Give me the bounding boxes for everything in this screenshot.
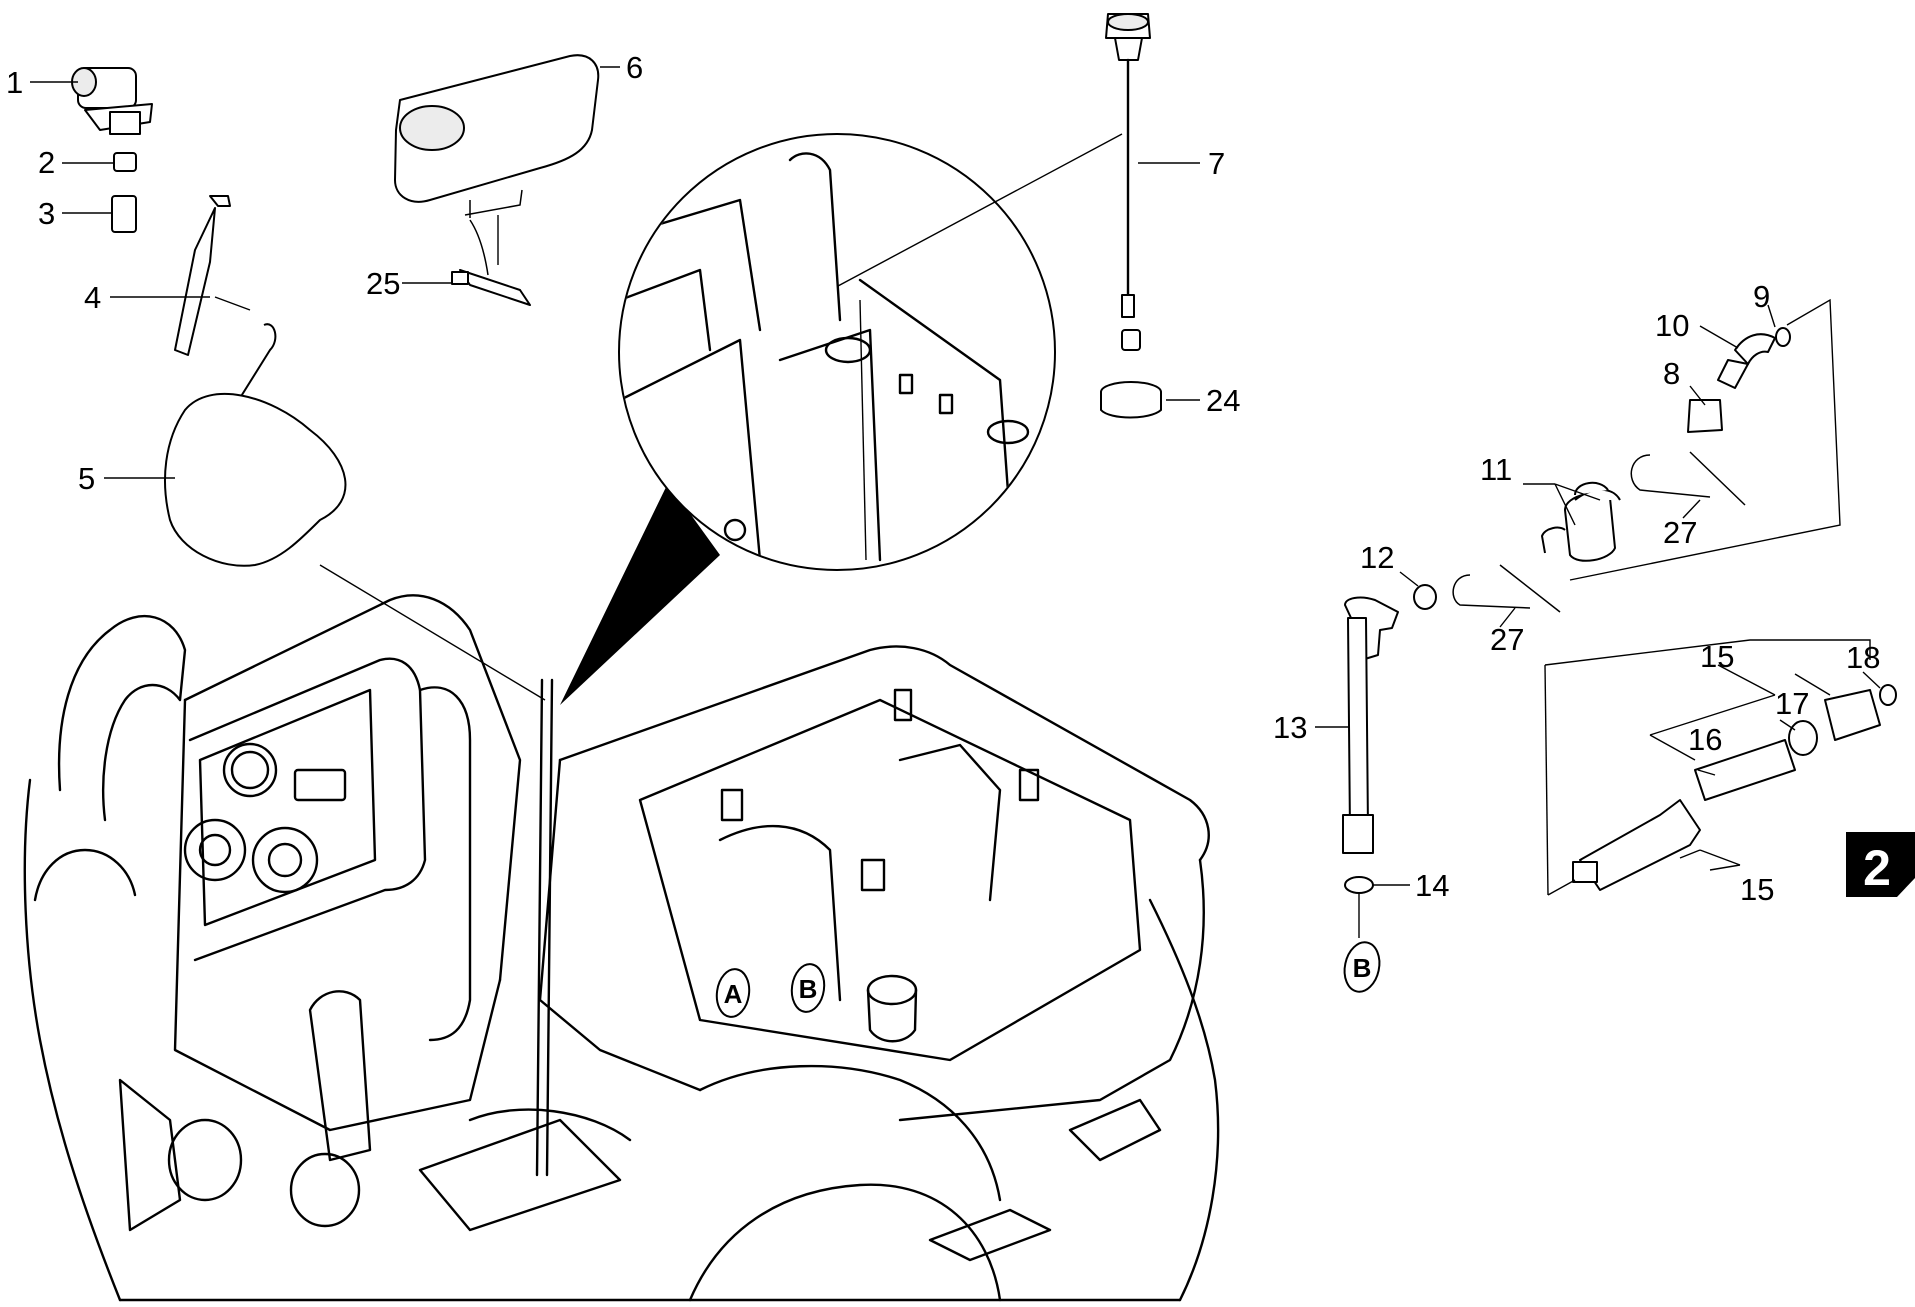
part-8-nut xyxy=(1687,399,1723,433)
callout-5: 5 xyxy=(78,461,95,496)
callout-24: 24 xyxy=(1206,383,1240,418)
part-17-gasket xyxy=(1788,720,1818,756)
callout-2: 2 xyxy=(38,145,55,180)
part-11-connector xyxy=(1541,488,1621,562)
callout-6: 6 xyxy=(626,50,643,85)
part-27-clip-upper xyxy=(1630,451,1746,506)
machine-body-illustration xyxy=(23,564,1220,1302)
part-6-housing xyxy=(394,54,600,218)
callout-17: 17 xyxy=(1775,686,1809,721)
callout-14: 14 xyxy=(1415,868,1449,903)
part-13-suction-tube xyxy=(1342,596,1399,854)
callout-25: 25 xyxy=(366,266,400,301)
part-7-dipstick xyxy=(1105,13,1151,318)
callout-1: 1 xyxy=(6,65,23,100)
callout-18: 18 xyxy=(1846,640,1880,675)
marker-b: B xyxy=(790,963,826,1013)
part-3-sleeve xyxy=(111,195,137,233)
marker-a-label: A xyxy=(724,979,743,1009)
callout-15-upper: 15 xyxy=(1700,639,1734,674)
callout-15-lower: 15 xyxy=(1740,872,1774,907)
callout-8: 8 xyxy=(1663,356,1680,391)
part-14-seal xyxy=(1344,876,1374,894)
callout-11: 11 xyxy=(1480,452,1512,487)
marker-b-label: B xyxy=(799,974,818,1004)
part-16-filter-insert xyxy=(1694,739,1796,801)
part-5-float xyxy=(164,323,347,567)
callout-27-lower: 27 xyxy=(1490,622,1524,657)
callout-12: 12 xyxy=(1360,540,1394,575)
part-25-sensor xyxy=(451,219,531,306)
part-9-o-ring xyxy=(1775,327,1791,347)
detail-magnifier xyxy=(560,133,1056,705)
part-15-filter-housing xyxy=(1572,799,1701,891)
marker-a: A xyxy=(715,968,751,1018)
callout-16: 16 xyxy=(1688,722,1722,757)
part-12-plug xyxy=(1413,584,1437,610)
part-4-lever xyxy=(174,195,231,356)
callout-7: 7 xyxy=(1208,146,1225,181)
callout-10: 10 xyxy=(1655,308,1689,343)
marker-b-end: B xyxy=(1343,941,1381,993)
callout-4: 4 xyxy=(84,280,101,315)
callout-9: 9 xyxy=(1753,279,1770,314)
part-2-cap xyxy=(113,152,137,172)
part-27-clip-lower xyxy=(1452,564,1561,613)
marker-b-end-label: B xyxy=(1353,953,1372,983)
magnifier-pointer xyxy=(560,483,720,705)
part-10-elbow xyxy=(1717,333,1776,389)
callout-3: 3 xyxy=(38,196,55,231)
leader-lines xyxy=(30,66,1881,938)
magnifier-circle xyxy=(618,133,1056,571)
part-1-valve-block xyxy=(71,67,153,135)
page-badge: 2 xyxy=(1846,832,1915,897)
callout-labels: 1 2 3 4 5 6 25 7 24 9 10 8 11 27 12 27 1… xyxy=(6,50,1880,907)
callout-13: 13 xyxy=(1273,710,1307,745)
callout-27-upper: 27 xyxy=(1663,515,1697,550)
part-18-ring xyxy=(1879,684,1897,706)
part-15-union-nut xyxy=(1824,689,1881,741)
part-24-bayonet-ring xyxy=(1100,329,1162,419)
page-badge-number: 2 xyxy=(1863,840,1891,896)
